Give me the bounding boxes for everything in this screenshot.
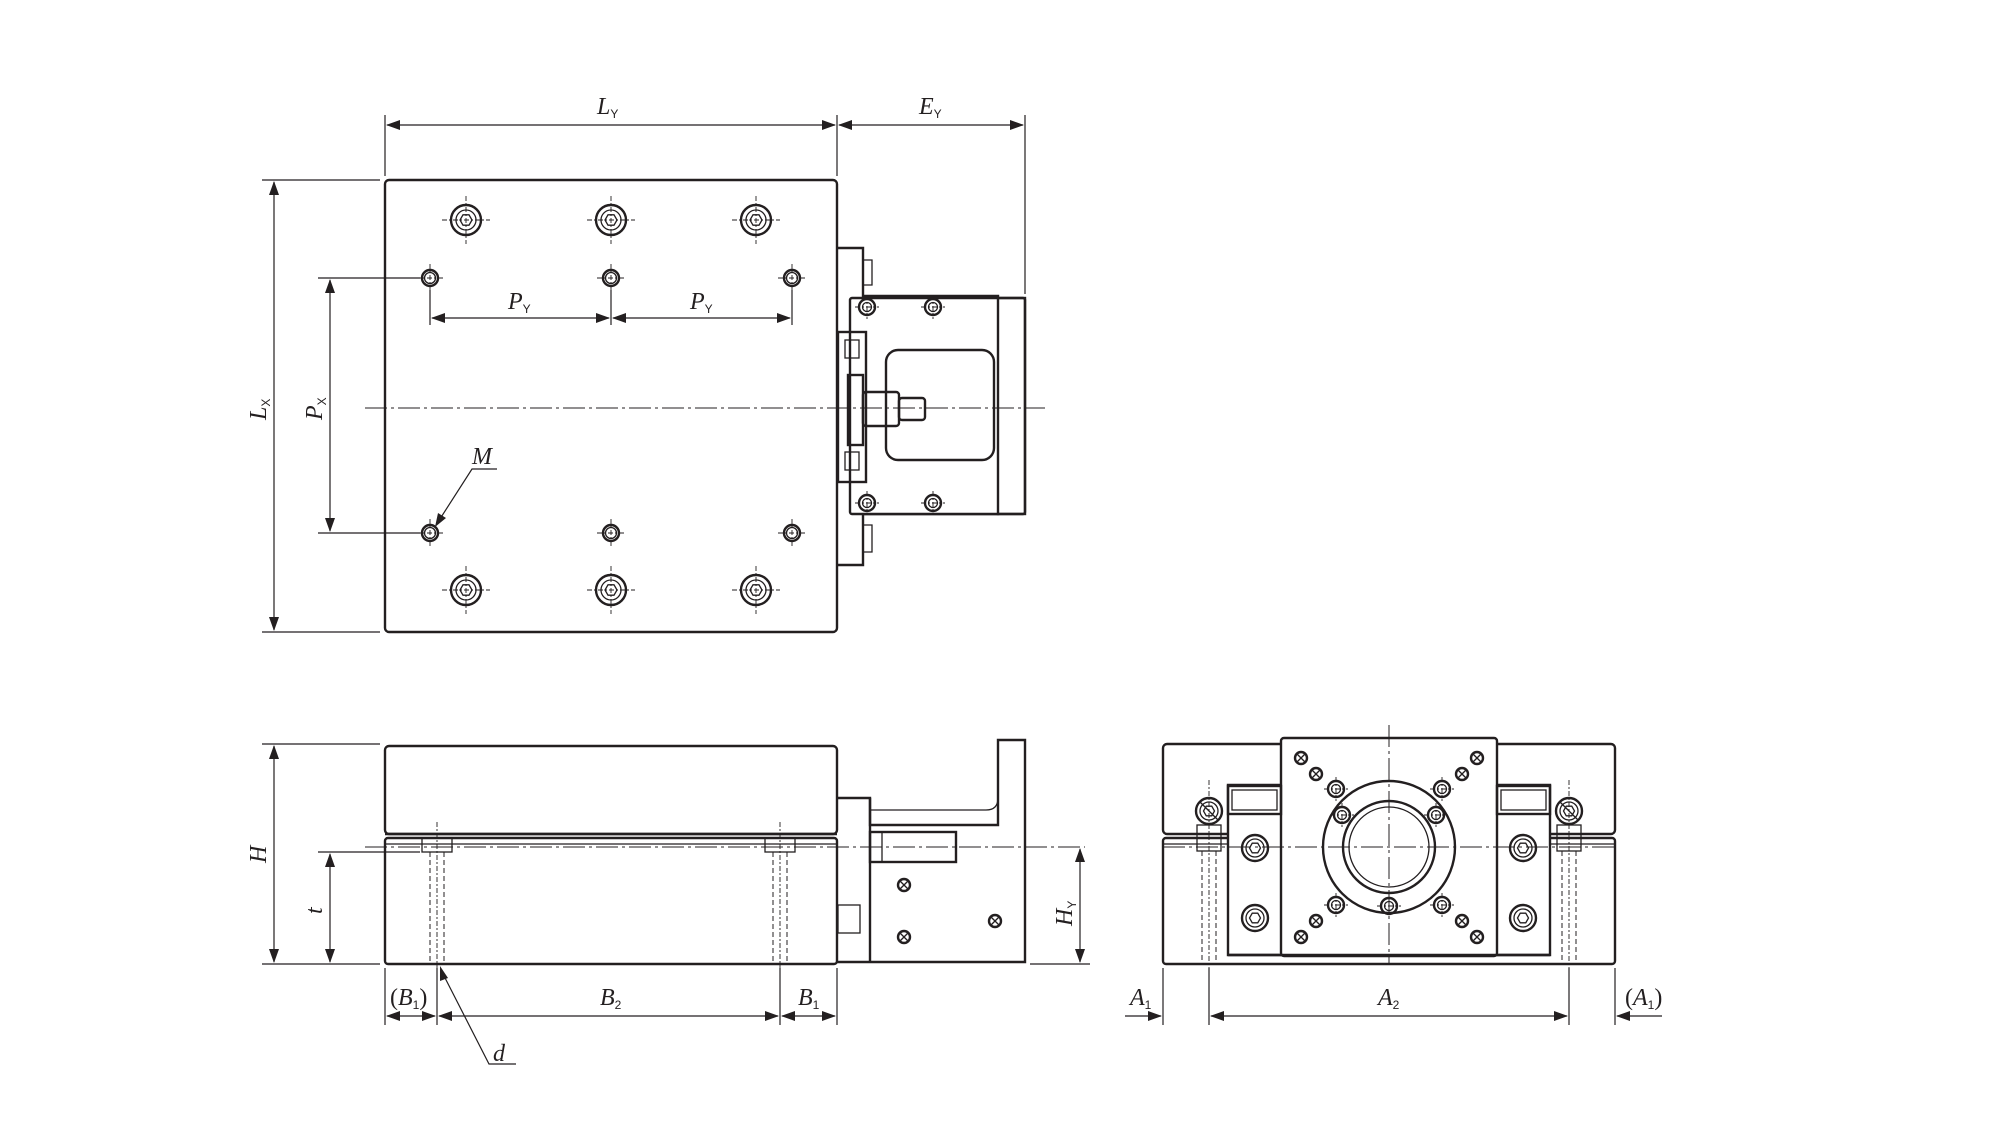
label-m: M [471,444,494,470]
front-view [1125,725,1662,1025]
side-view [262,738,1090,1065]
label-b2: B2 [600,985,622,1012]
label-py-right: PY [689,289,713,316]
label-px: PX [302,397,329,421]
carriage [383,744,839,836]
label-d: d [493,1041,506,1067]
label-ey: EY [918,94,942,121]
label-a2: A2 [1376,985,1400,1012]
label-py-left: PY [507,289,531,316]
base [383,836,839,966]
labels: LY EY PY PY M LX PX H t HY (B1) B2 B1 d … [246,94,1662,1067]
label-lx: LX [246,399,273,421]
label-h: H [246,844,272,864]
label-t: t [302,906,328,914]
label-b1-paren: (B1) [390,985,427,1012]
label-a1-paren: (A1) [1625,985,1662,1012]
motor-window [884,348,996,462]
label-a1: A1 [1128,985,1152,1012]
top-view [262,115,1045,634]
label-ly: LY [596,94,618,121]
table-plate [383,178,839,634]
label-b1: B1 [798,985,820,1012]
label-hy: HY [1052,901,1079,927]
